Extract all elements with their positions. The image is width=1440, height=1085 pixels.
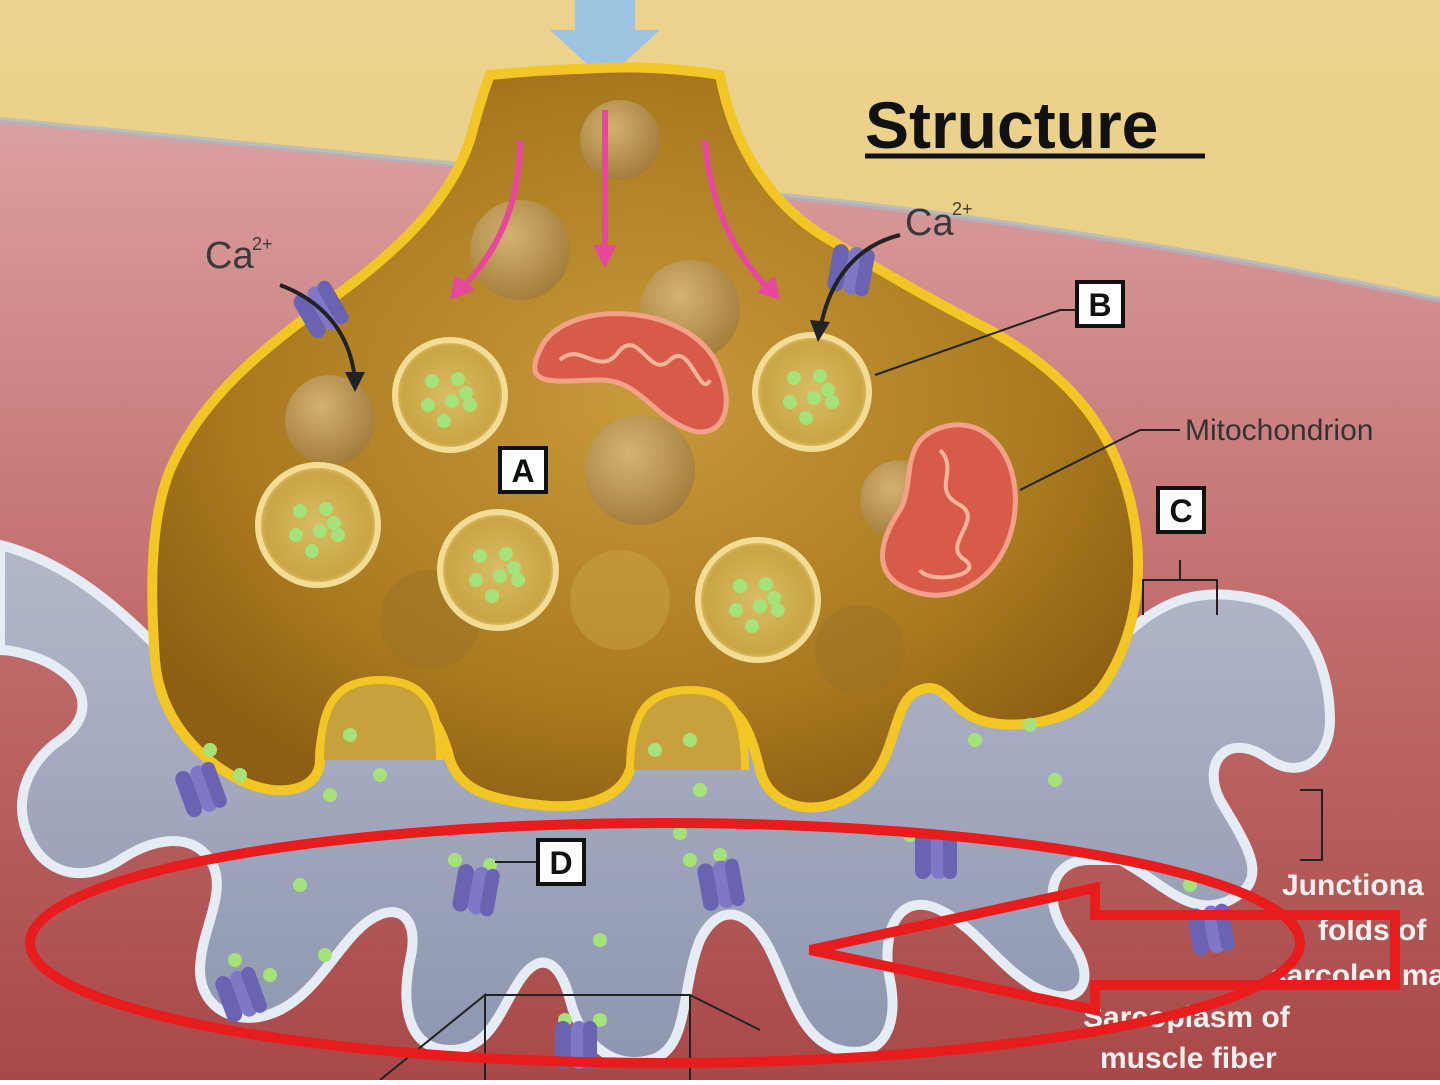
marker-c: C	[1156, 486, 1206, 534]
neurotransmitter-dot	[233, 768, 247, 782]
neurotransmitter-dot	[648, 743, 662, 757]
vesicle	[752, 332, 872, 452]
neurotransmitter-dot	[593, 933, 607, 947]
neurotransmitter-molecules	[203, 718, 1197, 1027]
cytoplasm-texture	[285, 100, 940, 695]
neurotransmitter-dot	[483, 858, 497, 872]
signal-arrows	[457, 110, 773, 293]
mitochondrion-right	[880, 422, 1018, 598]
calcium-right-arrow	[818, 233, 901, 331]
channel-protein	[215, 966, 267, 1023]
neurotransmitter-dot	[203, 743, 217, 757]
neurotransmitter-dot	[448, 853, 462, 867]
signal-arrowheads	[450, 245, 780, 300]
marker-b: B	[1075, 280, 1125, 328]
marker-c-bracket	[1142, 560, 1218, 615]
mitochondrion-leader	[1019, 429, 1180, 491]
receptor-channels	[175, 244, 1235, 1069]
neurotransmitter-dot	[228, 953, 242, 967]
calcium-left-arrow	[279, 283, 357, 381]
neurotransmitter-dot	[673, 826, 687, 840]
neurotransmitter-dot	[293, 878, 307, 892]
neurotransmitter-dot	[713, 848, 727, 862]
neurotransmitter-dot	[1023, 718, 1037, 732]
channel-protein	[915, 831, 957, 879]
channel-protein	[175, 761, 227, 818]
neurotransmitter-dot	[318, 948, 332, 962]
calcium-left-label: Ca 2+	[205, 234, 273, 277]
marker-b-leader	[874, 309, 1075, 376]
svg-text:Ca: Ca	[905, 202, 954, 244]
svg-text:2+: 2+	[252, 234, 273, 254]
svg-text:muscle fiber: muscle fiber	[1100, 1042, 1277, 1075]
svg-text:2+: 2+	[952, 199, 973, 219]
vesicle	[695, 537, 821, 663]
vesicle	[437, 509, 559, 631]
highlight-ellipse	[25, 818, 1305, 1068]
svg-text:B: B	[1088, 287, 1111, 323]
svg-text:D: D	[549, 845, 572, 881]
vesicle	[255, 462, 381, 588]
neurotransmitter-dot	[343, 728, 357, 742]
channel-protein	[827, 244, 875, 297]
neurotransmitter-dot	[323, 788, 337, 802]
svg-text:A: A	[511, 453, 534, 489]
channel-protein	[697, 858, 745, 911]
channel-protein	[452, 864, 500, 917]
mitochondrion-center	[532, 311, 729, 435]
synaptic-vesicles	[255, 332, 872, 663]
svg-text:C: C	[1169, 493, 1192, 529]
svg-text:Ca: Ca	[205, 235, 254, 277]
page-title: Structure	[865, 88, 1158, 162]
neurotransmitter-dot	[263, 968, 277, 982]
neurotransmitter-dot	[693, 783, 707, 797]
calcium-right-label: Ca 2+	[905, 199, 973, 244]
marker-a: A	[498, 446, 548, 494]
neurotransmitter-dot	[1048, 773, 1062, 787]
neurotransmitter-dot	[373, 768, 387, 782]
neurotransmitter-dot	[968, 733, 982, 747]
neurotransmitter-dot	[683, 853, 697, 867]
neurotransmitter-dot	[683, 733, 697, 747]
input-arrow	[550, 0, 660, 80]
marker-d: D	[536, 838, 586, 886]
mitochondrion-label: Mitochondrion	[1185, 414, 1373, 447]
svg-text:Junctiona: Junctiona	[1282, 869, 1424, 902]
highlight-arrow	[808, 881, 1400, 1017]
vesicle	[392, 337, 508, 453]
neurotransmitter-dot	[593, 1013, 607, 1027]
junctional-bracket	[1300, 789, 1323, 861]
